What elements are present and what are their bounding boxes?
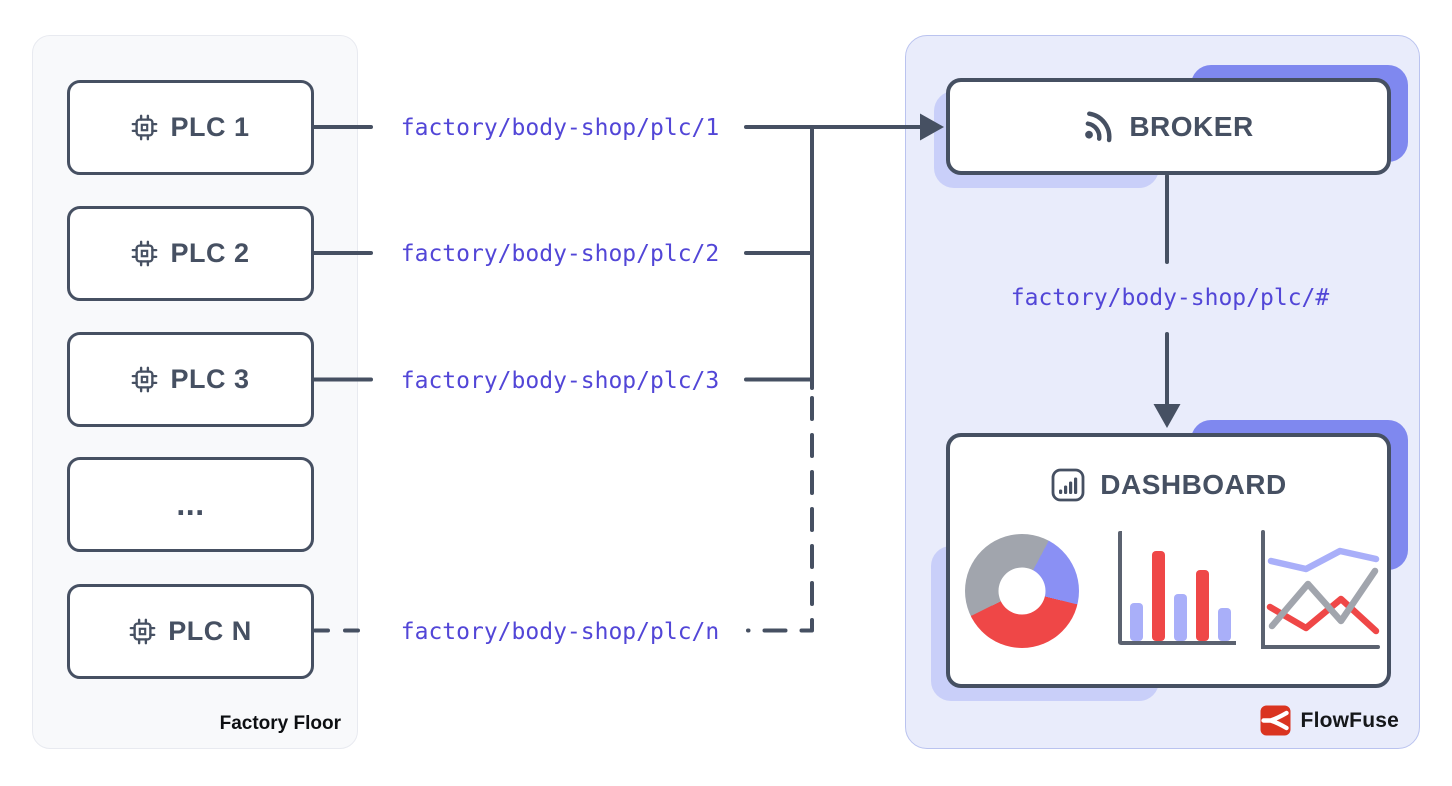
plc-node-label: ... bbox=[176, 486, 205, 522]
flowfuse-label: FlowFuse bbox=[1300, 708, 1399, 732]
bar bbox=[1196, 570, 1209, 641]
bar-chart-icon bbox=[1051, 468, 1085, 502]
topic-label-plc1: factory/body-shop/plc/1 bbox=[400, 115, 720, 141]
red-line bbox=[1266, 595, 1380, 635]
plc-node-1: PLC 1 bbox=[67, 80, 314, 175]
bar bbox=[1218, 608, 1231, 641]
broker-label: BROKER bbox=[1129, 110, 1254, 142]
plc-node-label: PLC 3 bbox=[170, 364, 250, 394]
rss-icon bbox=[1085, 111, 1112, 142]
plc-node-ellipsis: ... bbox=[67, 457, 314, 552]
topic-label-wildcard: factory/body-shop/plc/# bbox=[1010, 285, 1330, 311]
topic-label-plc3: factory/body-shop/plc/3 bbox=[400, 367, 720, 394]
plc-node-2: PLC 2 bbox=[67, 206, 314, 301]
bar bbox=[1152, 551, 1165, 641]
flowfuse-logo-icon bbox=[1260, 705, 1291, 736]
dashboard-node: DASHBOARD bbox=[946, 433, 1391, 688]
plc-node-label: PLC 1 bbox=[170, 112, 250, 142]
gray-line bbox=[1268, 567, 1379, 630]
plc-node-label: PLC 2 bbox=[170, 238, 250, 268]
factory-floor-panel: PLC 1 PLC 2 PLC 3 ... PLC N bbox=[32, 35, 358, 749]
topic-label-plcn: factory/body-shop/plc/n bbox=[400, 618, 720, 645]
donut-chart bbox=[965, 534, 1079, 648]
factory-floor-label: Factory Floor bbox=[219, 713, 341, 734]
blue-line bbox=[1267, 547, 1380, 573]
topic-label-plc2: factory/body-shop/plc/2 bbox=[400, 241, 720, 267]
bar-chart bbox=[1118, 531, 1236, 645]
cpu-icon bbox=[132, 114, 158, 141]
bar bbox=[1174, 594, 1187, 641]
plc-node-label: PLC N bbox=[168, 616, 252, 646]
cloud-panel: BROKER DASHBOARD bbox=[905, 35, 1420, 749]
dashboard-label: DASHBOARD bbox=[1100, 469, 1287, 500]
line-chart bbox=[1261, 530, 1380, 649]
plc-node-3: PLC 3 bbox=[67, 332, 314, 427]
cpu-icon bbox=[129, 618, 156, 645]
bar bbox=[1130, 603, 1143, 641]
cpu-icon bbox=[132, 240, 158, 267]
flowfuse-brand: FlowFuse bbox=[1260, 705, 1399, 736]
cpu-icon bbox=[132, 366, 158, 393]
broker-node: BROKER bbox=[946, 78, 1391, 175]
plc-node-n: PLC N bbox=[67, 584, 314, 679]
